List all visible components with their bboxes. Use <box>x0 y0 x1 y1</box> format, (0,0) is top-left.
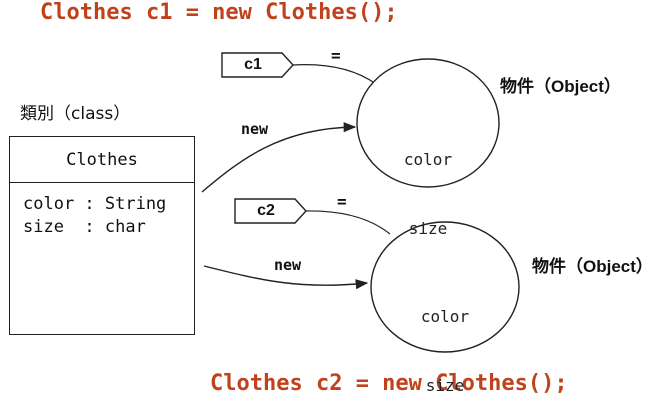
object-2-fields: color size <box>395 259 495 420</box>
object-circle-1 <box>356 58 500 188</box>
class-caption: 類別（class） <box>20 104 131 124</box>
ref-label-c2: c2 <box>257 202 275 219</box>
object-circle-2 <box>370 221 520 353</box>
ref-link-c2 <box>305 210 391 235</box>
code-line-bottom: Clothes c2 = new Clothes(); <box>210 371 568 396</box>
new-label-1: new <box>241 120 269 138</box>
class-name-row: Clothes <box>10 137 194 183</box>
ref-label-c1: c1 <box>244 56 262 73</box>
attribute-color: color : String <box>23 194 167 214</box>
ref-link-c1 <box>292 64 377 85</box>
object-1-field-color: color <box>403 150 453 169</box>
new-arrow-1 <box>201 122 357 193</box>
class-name: Clothes <box>66 149 138 170</box>
object-1-field-size: size <box>408 219 448 238</box>
new-label-2: new <box>274 256 302 274</box>
code-line-top: Clothes c1 = new Clothes(); <box>40 0 398 25</box>
ref-box-c2 <box>234 198 307 224</box>
object-caption-2: 物件（Object） <box>532 257 653 276</box>
diagram-canvas <box>201 52 520 353</box>
object-caption-1: 物件（Object） <box>500 77 621 96</box>
assign-sign-2: = <box>337 192 347 211</box>
class-box: Clothes color : String size : char <box>9 136 195 335</box>
object-2-field-size: size <box>425 376 465 395</box>
assign-sign-1: = <box>331 46 341 65</box>
object-1-fields: color size <box>378 102 478 263</box>
class-attributes: color : String size : char <box>10 183 194 239</box>
attribute-size: size : char <box>23 217 146 237</box>
new-arrow-2 <box>203 265 369 290</box>
ref-box-c1 <box>221 52 294 78</box>
object-2-field-color: color <box>420 307 470 326</box>
